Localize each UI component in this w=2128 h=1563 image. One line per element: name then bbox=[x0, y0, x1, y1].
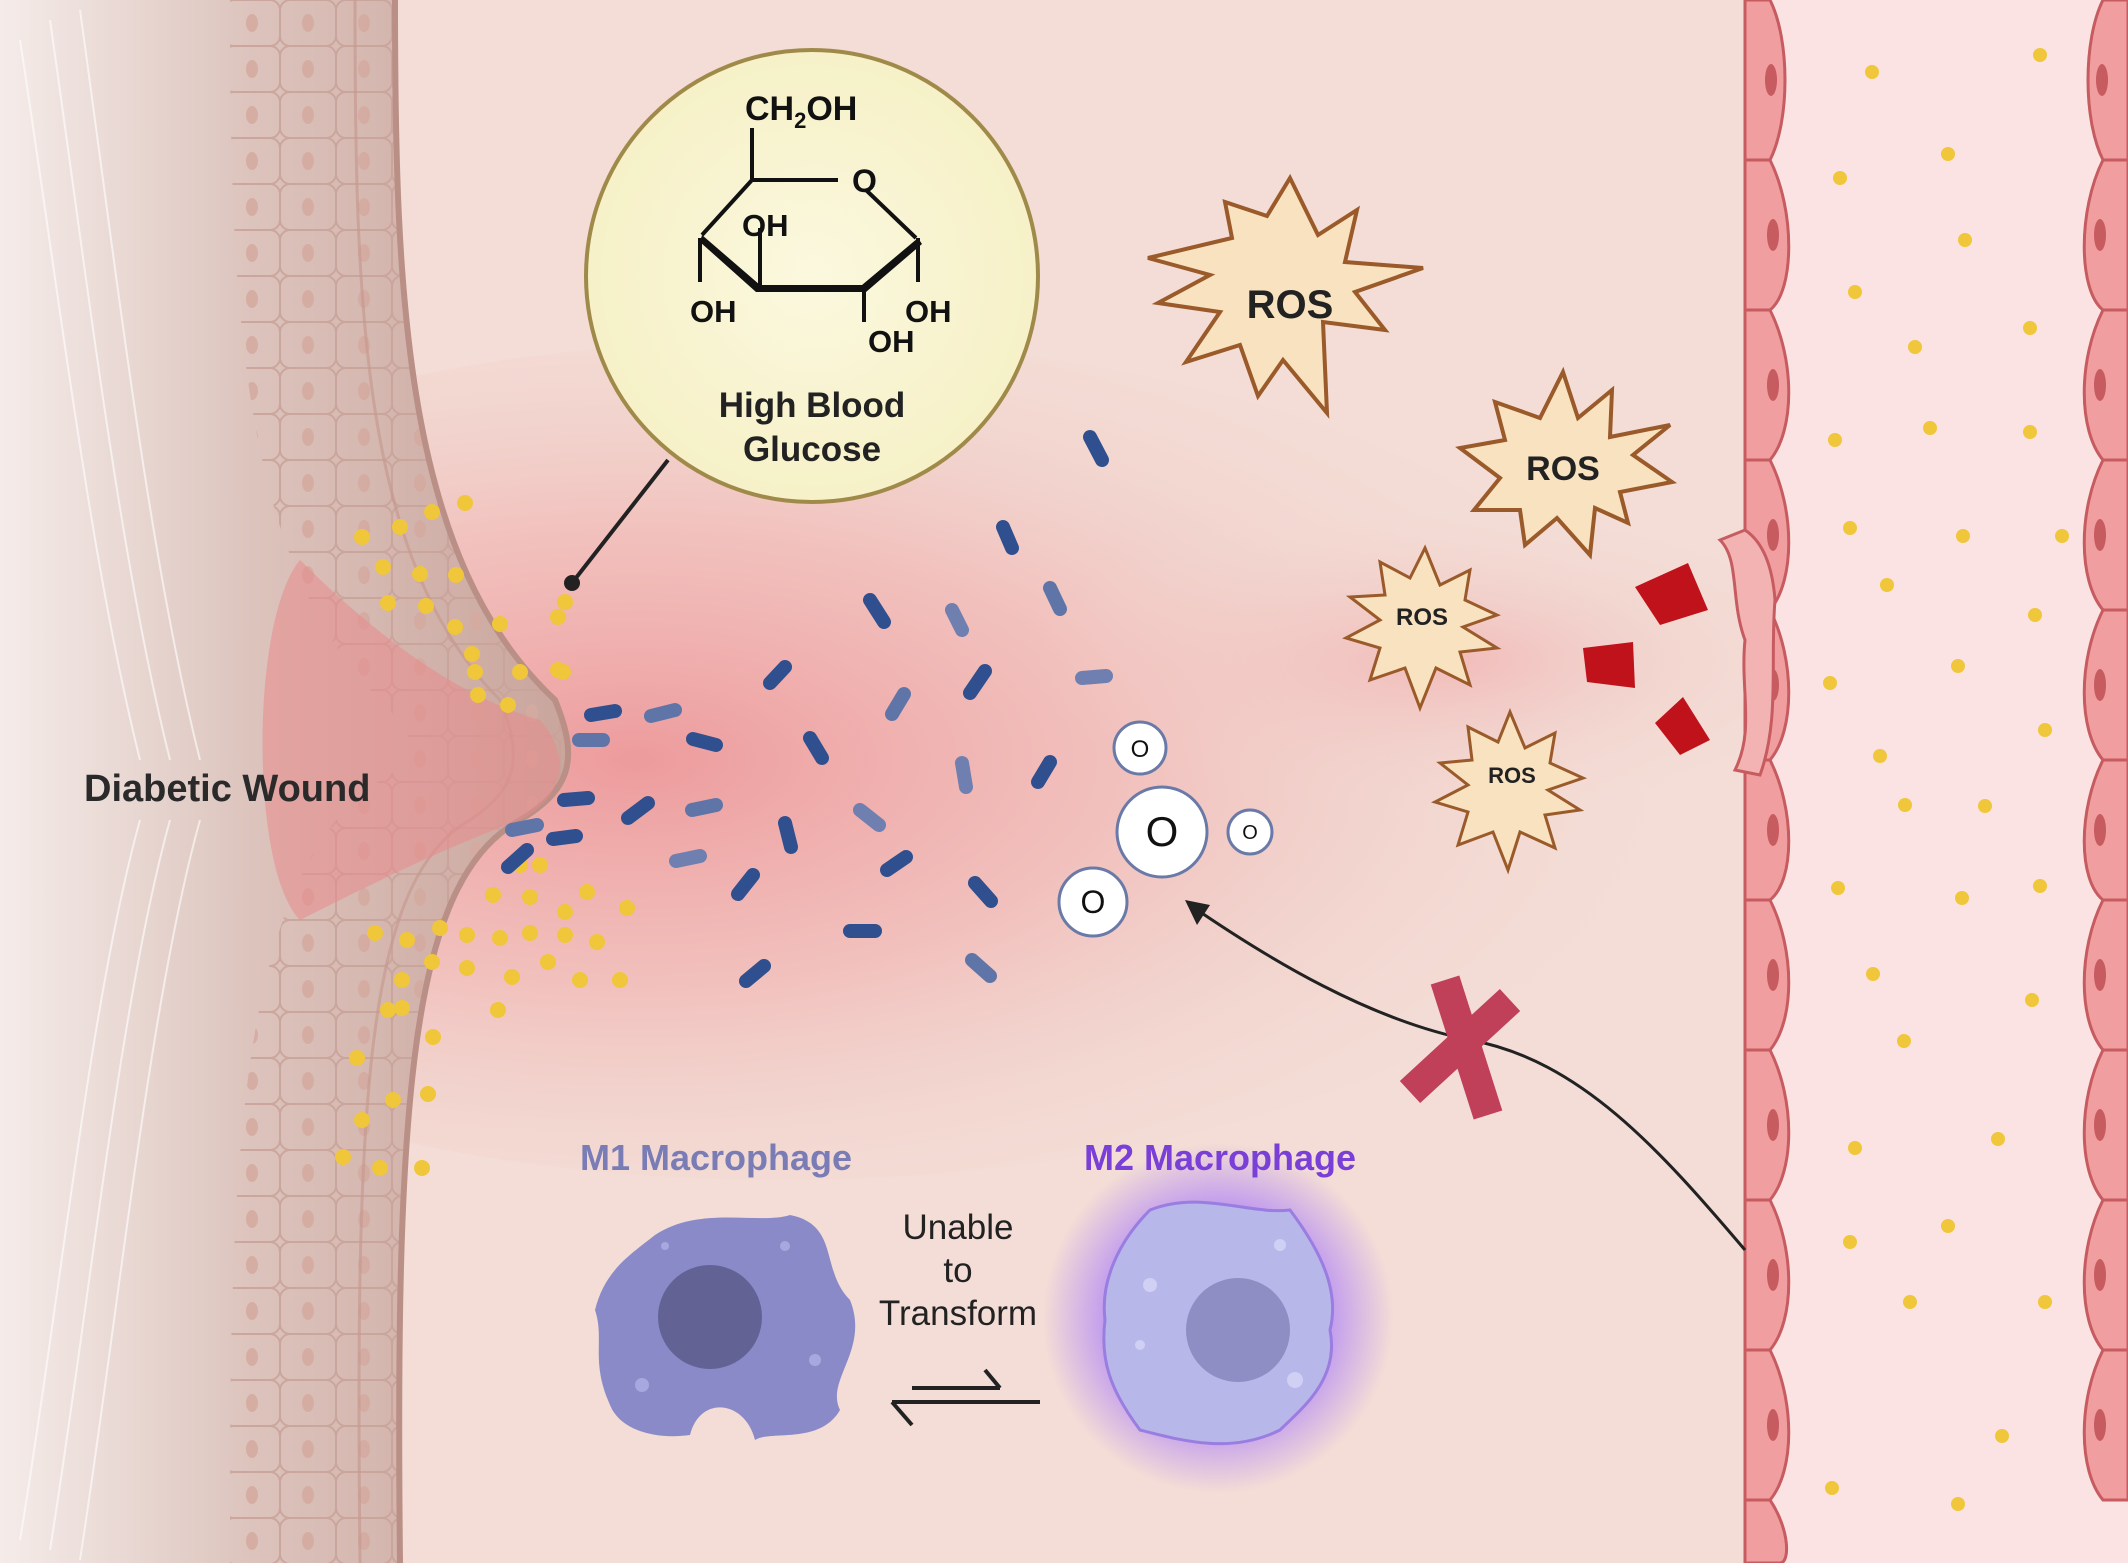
oxygen-label: O bbox=[1146, 808, 1179, 855]
m2-macrophage-label: M2 Macrophage bbox=[1084, 1137, 1357, 1178]
glucose-molecule-icon bbox=[698, 128, 922, 322]
oxygen-label: O bbox=[1081, 884, 1106, 920]
glucose-label-line2: Glucose bbox=[742, 430, 882, 469]
unable-line3: Transform bbox=[878, 1294, 1038, 1333]
oh-label-c3: OH bbox=[690, 294, 737, 329]
m1-macrophage-label: M1 Macrophage bbox=[580, 1137, 853, 1178]
m1-macrophage-icon bbox=[595, 1215, 856, 1440]
glucose-callout-dot bbox=[564, 575, 580, 591]
blocked-x-icon bbox=[1399, 975, 1521, 1120]
glucose-molecule-bubble bbox=[584, 48, 1040, 504]
high-blood-glucose-label: High Blood Glucose bbox=[662, 384, 962, 472]
glucose-structure-labels: CH2OH O OH OH OH OH bbox=[690, 90, 952, 359]
oh-label-c4: OH bbox=[742, 208, 789, 243]
m2-macrophage-icon bbox=[1102, 1200, 1335, 1446]
ros-star-icon bbox=[1431, 708, 1588, 875]
diabetic-wound-label: Diabetic Wound bbox=[84, 768, 371, 810]
ros-label: ROS bbox=[1396, 604, 1448, 631]
ros-label: ROS bbox=[1526, 450, 1600, 488]
oxygen-label: O bbox=[1242, 822, 1258, 844]
ros-star-icon bbox=[1147, 173, 1424, 419]
unable-line1: Unable bbox=[902, 1208, 1014, 1247]
ros-label: ROS bbox=[1488, 763, 1536, 788]
skin-epidermis bbox=[0, 0, 572, 1563]
ch2oh-label: CH2OH bbox=[745, 90, 857, 133]
arrowhead-icon bbox=[1185, 900, 1210, 925]
oxygen-bubble-icon bbox=[1057, 720, 1274, 938]
glucose-callout-line bbox=[570, 458, 670, 585]
ros-star-icon bbox=[1455, 366, 1678, 560]
equilibrium-arrows-icon bbox=[890, 1368, 1040, 1427]
ros-star-icon bbox=[1342, 544, 1502, 713]
oh-label-c2: OH bbox=[868, 324, 915, 359]
oh-label-c1: OH bbox=[905, 294, 952, 329]
glucose-particles bbox=[335, 48, 2069, 1511]
ring-oxygen-label: O bbox=[852, 163, 877, 199]
unable-to-transform-label: Unable to Transform bbox=[868, 1206, 1048, 1335]
unable-line2: to bbox=[943, 1251, 973, 1290]
glucose-label-line1: High Blood bbox=[718, 386, 906, 425]
vessel-damage-fragments bbox=[1583, 563, 1710, 755]
oxygen-label: O bbox=[1131, 736, 1150, 763]
ros-label: ROS bbox=[1247, 283, 1334, 327]
blood-vessel bbox=[1717, 0, 2128, 1563]
bacteria-cluster bbox=[501, 430, 1113, 988]
